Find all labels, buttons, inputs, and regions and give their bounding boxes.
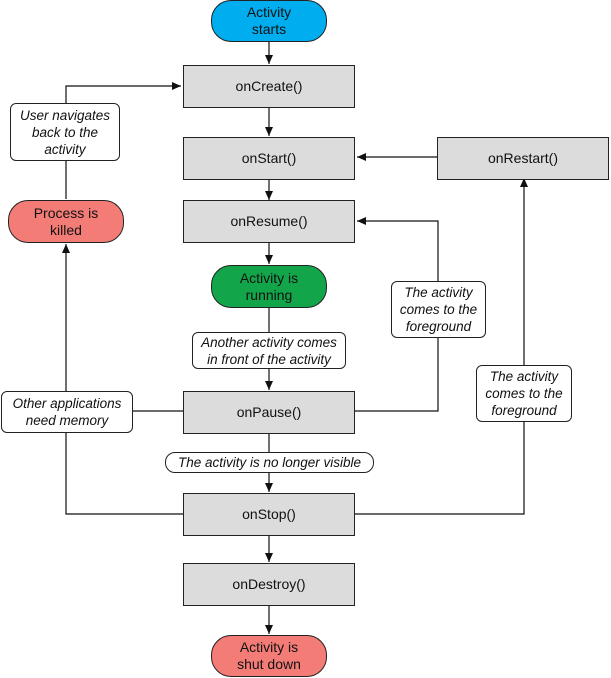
edge-killed-to-oncreate — [65, 82, 181, 199]
onresume-box: onResume() — [183, 200, 355, 243]
onstart-box: onStart() — [183, 137, 355, 180]
activity-running-node: Activity is running — [211, 265, 327, 308]
other-apps-need-memory-label: Other applications need memory — [1, 391, 133, 433]
foreground-to-resume-label: The activity comes to the foreground — [391, 281, 486, 338]
user-navigates-back-label: User navigates back to the activity — [10, 103, 120, 161]
foreground-to-restart-label: The activity comes to the foreground — [476, 365, 572, 422]
activity-shut-down-node: Activity is shut down — [211, 635, 327, 677]
process-killed-node: Process is killed — [8, 200, 124, 243]
activity-starts-node: Activity starts — [211, 0, 327, 42]
ondestroy-box: onDestroy() — [183, 563, 355, 606]
another-activity-in-front-label: Another activity comes in front of the a… — [192, 332, 346, 369]
onrestart-box: onRestart() — [437, 137, 609, 180]
edge-onstop-to-onrestart — [355, 178, 528, 515]
no-longer-visible-label: The activity is no longer visible — [165, 452, 374, 473]
onstop-box: onStop() — [183, 493, 355, 536]
oncreate-box: onCreate() — [183, 65, 355, 108]
edge-onstop-to-left-rail — [62, 244, 183, 515]
onpause-box: onPause() — [183, 391, 355, 434]
